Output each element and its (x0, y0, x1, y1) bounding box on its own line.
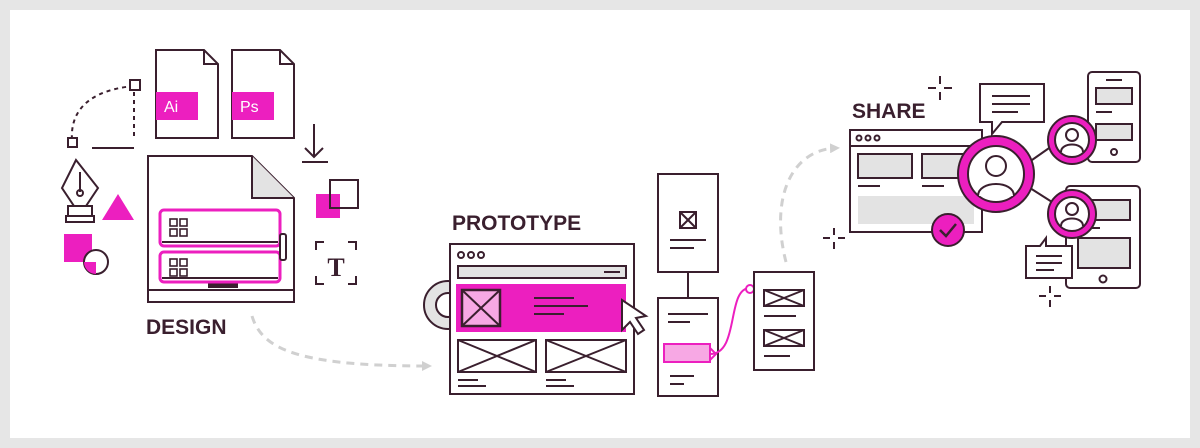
ps-file-icon (231, 49, 295, 139)
design-cluster (60, 49, 359, 303)
design-label: DESIGN (146, 316, 227, 339)
sparkle-icon-3 (1039, 286, 1061, 307)
user-icon-2 (1047, 115, 1097, 165)
share-cluster (823, 71, 1141, 307)
ai-file-label: Ai (164, 99, 178, 116)
prototype-cluster (423, 173, 815, 397)
layers-icon (316, 179, 359, 218)
pen-tool-icon (60, 158, 100, 223)
grid-icon (169, 218, 188, 237)
cursor-icon (621, 298, 649, 336)
bezier-anchor-point (129, 79, 141, 91)
flow-arrow-design-to-prototype (250, 315, 432, 371)
user-icon-3 (1047, 189, 1097, 239)
sparkle-icon (928, 76, 952, 100)
ps-file-label: Ps (240, 99, 259, 116)
sparkle-icon-2 (823, 228, 845, 249)
flow-arrow-prototype-to-share (779, 143, 840, 263)
bezier-dashed-curve (70, 85, 135, 141)
mobile-screen-3 (753, 271, 815, 371)
bezier-anchor-point-2 (67, 137, 78, 148)
download-arrow-icon (302, 124, 328, 163)
triangle-icon (102, 194, 134, 220)
checkmark-icon (931, 213, 965, 247)
phone-icon (1087, 71, 1141, 163)
grid-icon-2 (169, 258, 188, 277)
text-tool-glyph: T (327, 253, 344, 282)
text-tool-icon (315, 241, 357, 285)
design-document (147, 155, 295, 303)
share-label: SHARE (852, 100, 926, 123)
shapes-icon (64, 234, 109, 275)
chat-bubble-icon (979, 83, 1045, 137)
chat-bubble-icon-2 (1025, 235, 1073, 279)
ai-file-icon (155, 49, 219, 139)
mobile-screen-1 (657, 173, 719, 273)
user-icon (957, 135, 1035, 213)
prototype-label: PROTOTYPE (452, 212, 581, 235)
